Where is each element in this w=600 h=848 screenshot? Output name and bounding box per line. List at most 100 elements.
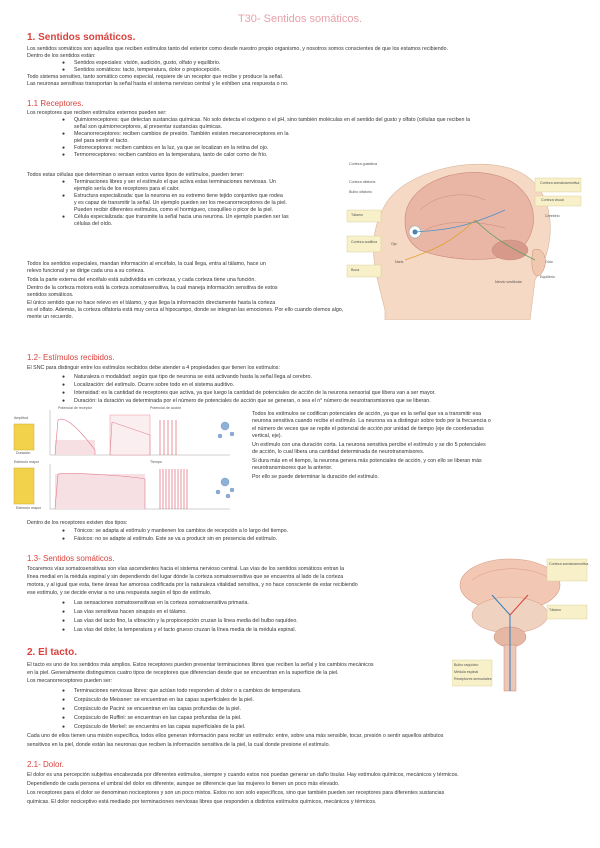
bullet: ● xyxy=(62,67,66,73)
document-title: T30- Sentidos somáticos. xyxy=(237,13,363,25)
list-item: Localización: del estímulo. Ocurre sobre… xyxy=(74,382,235,388)
brain-figure: Corteza gustativa Corteza somatosensitiv… xyxy=(345,150,585,320)
paragraph: sensitivos en la piel, donde están las n… xyxy=(27,742,330,748)
list-item: ejemplo sería de los receptores para el … xyxy=(74,186,180,192)
list-item: Duración: la duración va determinada por… xyxy=(74,398,431,404)
bullet: ● xyxy=(62,145,66,151)
list-item: señal son quimiorreceptores, al presenta… xyxy=(74,124,223,130)
list-item: células del oído. xyxy=(74,221,113,227)
paragraph: Todo sistema sensitivo, tanto somático c… xyxy=(27,74,284,80)
stimulus-graph-figure: Amplitud Duración Estímulo mayor Potenci… xyxy=(10,404,250,516)
brain-illustration xyxy=(345,150,585,320)
graph-label: Potencial de acción xyxy=(150,406,182,410)
list-item: Corpúsculo de Merkel: se encuentra en la… xyxy=(74,724,246,730)
spinal-pathway-illustration xyxy=(452,555,590,695)
graph-label: Duración xyxy=(16,451,31,455)
paragraph: Tocaremos vías somatosensitivas son vías… xyxy=(27,566,345,572)
stimulus-graph xyxy=(10,404,250,516)
list-item: Naturaleza o modalidad: según que tipo d… xyxy=(74,374,312,380)
bullet: ● xyxy=(62,618,66,624)
list-item: Terminaciones nerviosas libres: que actú… xyxy=(74,688,302,694)
brain-label: Corteza olfatoria xyxy=(349,180,376,184)
bullet: ● xyxy=(62,536,66,542)
bullet: ● xyxy=(62,60,66,66)
bullet: ● xyxy=(62,715,66,721)
paragraph: Dependiendo de cada persona el umbral de… xyxy=(27,781,340,787)
graph-label: Estímulo mayor xyxy=(16,506,41,510)
list-item: Sentidos especiales: visión, audición, g… xyxy=(74,60,221,66)
brain-label: Corteza somatosensitiva xyxy=(540,181,580,185)
paragraph: neurona sensitiva cuando recibe el estím… xyxy=(252,418,491,424)
list-item: Las vías del dolor, la temperatura y el … xyxy=(74,627,297,633)
paragraph: vertical, eje). xyxy=(252,433,283,439)
bullet: ● xyxy=(62,179,66,185)
list-item: Fásicos: no se adapte al estímulo. Este … xyxy=(74,536,278,542)
spine-label: Bulbo raquídeo xyxy=(454,663,479,667)
paragraph: relevo funcional y se dirige cada una a … xyxy=(27,268,145,274)
paragraph: Todos estas células que determinan o sen… xyxy=(27,172,245,178)
bullet: ● xyxy=(62,117,66,123)
list-item: Quimiorreceptores: que detectan sustanci… xyxy=(74,117,471,123)
brain-label: Equilibrio xyxy=(540,275,555,279)
brain-label: Boca xyxy=(351,268,360,272)
list-item: Estructura especializada: que la neurona… xyxy=(74,193,283,199)
section-1-heading: 1. Sentidos somáticos. xyxy=(27,32,136,43)
bullet: ● xyxy=(62,706,66,712)
section-1-3-heading: 1.3- Sentidos somáticos. xyxy=(27,554,115,563)
spine-label: Médula espinal xyxy=(454,670,479,674)
list-item: Intensidad: es la cantidad de receptores… xyxy=(74,390,436,396)
list-item: Corpúsculo de Meissner: se encuentran en… xyxy=(74,697,254,703)
brain-label: Bulbo olfatorio xyxy=(349,190,372,194)
paragraph: Un estímulo con una duración corta. La n… xyxy=(252,442,486,448)
paragraph: motora, y al igual que esta, tiene áreas… xyxy=(27,582,358,588)
paragraph: ese estímulo, y se decide enviar a no un… xyxy=(27,590,212,596)
paragraph: El SNC para distinguir entre los estímul… xyxy=(27,365,280,371)
bullet: ● xyxy=(62,152,66,158)
paragraph: El tacto es uno de los sentidos más ampl… xyxy=(27,662,374,668)
bullet: ● xyxy=(62,398,66,404)
paragraph: Toda la parte externa del encéfalo está … xyxy=(27,277,256,283)
paragraph: Los receptores que reciben estímulos ext… xyxy=(27,110,167,116)
paragraph: Dentro de los sentidos están: xyxy=(27,53,96,59)
bullet: ● xyxy=(62,131,66,137)
paragraph: Dentro de los receptores existen dos tip… xyxy=(27,520,128,526)
paragraph: Dentro de la corteza motora está la cort… xyxy=(27,285,278,291)
list-item: Pueden recibir diferentes estímulos, com… xyxy=(74,207,274,213)
paragraph: mente un recuerdo. xyxy=(27,314,73,320)
list-item: Terminaciones libres y ser el estímulo e… xyxy=(74,179,276,185)
paragraph: Cada uno de ellos tienen una misión espe… xyxy=(27,733,444,739)
list-item: Las vías del tacto fino, la vibración y … xyxy=(74,618,298,624)
spine-label: Corteza somatosensitiva xyxy=(549,562,589,566)
paragraph: El dolor es una percepción subjetiva enc… xyxy=(27,772,459,778)
bullet: ● xyxy=(62,600,66,606)
paragraph: neurotransmisores que la anterior. xyxy=(252,465,333,471)
list-item: Mecanorreceptores: reciben cambios de pr… xyxy=(74,131,289,137)
graph-label: Tiempo xyxy=(150,460,162,464)
brain-label: Nervio vestibular xyxy=(495,280,522,284)
paragraph: Los sentidos somáticos son aquellos que … xyxy=(27,46,449,52)
list-item: Fotorreceptores: reciben cambios en la l… xyxy=(74,145,269,151)
bullet: ● xyxy=(62,374,66,380)
paragraph: línea medial en la médula espinal y sin … xyxy=(27,574,344,580)
brain-label: Nariz xyxy=(395,260,404,264)
paragraph: el número de veces que se repite el pote… xyxy=(252,426,484,432)
section-2-1-heading: 2.1- Dolor. xyxy=(27,760,64,769)
list-item: Sentidos somáticos: tacto, temperatura, … xyxy=(74,67,221,73)
bullet: ● xyxy=(62,390,66,396)
bullet: ● xyxy=(62,609,66,615)
spine-label: Tálamo xyxy=(549,608,561,612)
section-2-heading: 2. El tacto. xyxy=(27,647,78,658)
paragraph: de acción, lo cual libera una cantidad d… xyxy=(252,449,425,455)
brain-label: Oído xyxy=(545,260,553,264)
paragraph: es el olfato. Además, la corteza olfator… xyxy=(27,307,454,313)
list-item: Las sensaciones somatosensitivas en la c… xyxy=(74,600,249,606)
list-item: Termorreceptores: reciben cambios en la … xyxy=(74,152,268,158)
bullet: ● xyxy=(62,193,66,199)
graph-label: Estímulo mayor xyxy=(14,460,39,464)
list-item: Célula especializada: que transmite la s… xyxy=(74,214,289,220)
graph-label: Amplitud xyxy=(14,416,28,420)
list-item: Las vías sensitivas hacen sinapsis en el… xyxy=(74,609,187,615)
paragraph: Si dura más en el tiempo, la neurona gen… xyxy=(252,458,482,464)
list-item: y es capaz de transmitir la señal. Un ej… xyxy=(74,200,287,206)
